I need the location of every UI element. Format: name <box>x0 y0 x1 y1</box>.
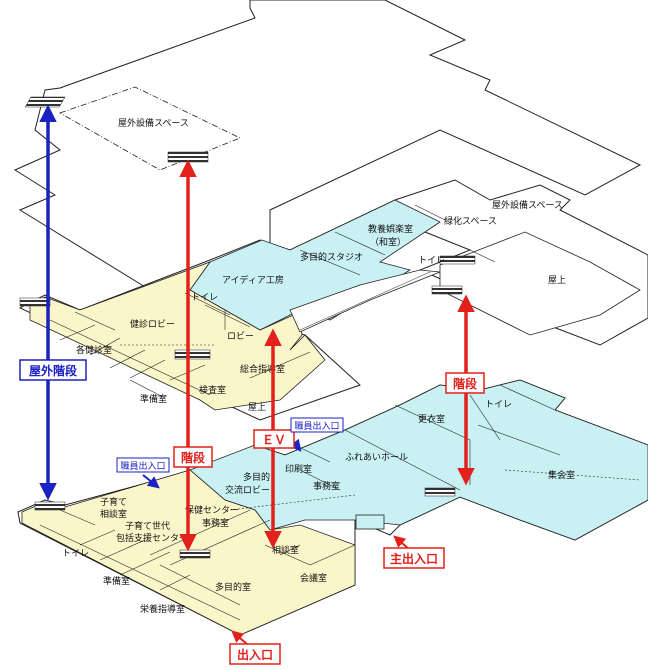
main-entrance-porch <box>355 514 385 530</box>
room-label: （和室） <box>370 236 406 248</box>
room-label: 相談室 <box>272 544 299 556</box>
room-label: 検査室 <box>199 384 226 396</box>
room-label: 更衣室 <box>418 413 445 425</box>
room-label: 事務室 <box>202 517 229 529</box>
staff-entrance-right-label: 職員出入口 <box>294 420 339 432</box>
entrance-label: 出入口 <box>237 647 273 662</box>
void-diagonal <box>299 271 431 331</box>
right-stairs-label: 階段 <box>453 376 478 391</box>
stairs-icon <box>19 297 51 307</box>
room-label: トイレ <box>418 256 445 266</box>
ev-label: ＥＶ <box>262 433 286 447</box>
room-label: 栄養指導室 <box>140 603 185 615</box>
room-label: 集会室 <box>548 469 575 481</box>
room-label: 準備室 <box>140 393 167 405</box>
ev-tag: ＥＶ <box>253 429 295 449</box>
main-entrance-tag: 主出入口 <box>383 547 445 569</box>
room-label: 多目的室 <box>215 581 251 593</box>
room-label: 緑化スペース <box>444 215 497 227</box>
main-entrance-label: 主出入口 <box>390 551 438 566</box>
room-label: 印刷室 <box>285 463 312 475</box>
floor-3: 屋外設備スペース <box>13 0 642 291</box>
staff-entrance-right-tag: 職員出入口 <box>290 417 344 433</box>
room-label: 健診ロビー <box>130 318 175 330</box>
room-label: 相談室 <box>100 508 127 520</box>
room-label: ふれあいホール <box>345 452 408 463</box>
room-label: 包括支援センター <box>116 532 188 544</box>
stairs-icon <box>24 96 66 108</box>
outdoor-equipment-area-roof <box>59 86 241 171</box>
stairs-icon <box>167 151 209 163</box>
center-stairs-tag: 階段 <box>173 446 213 468</box>
staff-entrance-left-tag: 職員出入口 <box>116 457 170 473</box>
room-label: 多目的スタジオ <box>300 251 363 263</box>
room-label: アイディア工房 <box>222 274 284 286</box>
floor-2: 健診ロビー トイレ 各健診室 ロビー 総合指導室 準備室 検査室 屋上 アイディ… <box>18 179 648 421</box>
roof-outline <box>13 0 642 291</box>
room-label: 屋外設備スペース <box>118 117 189 129</box>
room-label: 屋外設備スペース <box>492 199 563 211</box>
stairs-icon <box>439 255 476 265</box>
staff-entrance-left-pointer <box>142 474 160 489</box>
room-label: 屋上 <box>248 402 266 413</box>
room-label: 子育て世代 <box>125 520 170 532</box>
room-label: トイレ <box>485 400 512 410</box>
yellow-zone <box>29 261 326 411</box>
stairs-icon <box>179 549 211 559</box>
floor-1: 子育て 相談室 子育て世代 包括支援センター 保健センター 事務室 トイレ 準備… <box>17 379 648 636</box>
room-label: トイレ <box>62 549 89 559</box>
room-label: 会議室 <box>300 572 327 584</box>
right-stairs-tag: 階段 <box>445 372 485 394</box>
rooftop-right-area <box>439 231 641 336</box>
room-label: 交流ロビー <box>225 484 270 496</box>
room-label: 事務室 <box>313 480 340 492</box>
room-label: 屋上 <box>548 275 566 286</box>
room-label: 保健センター <box>185 504 239 516</box>
stairs-icon <box>431 285 463 295</box>
stairs-icon <box>34 501 66 511</box>
room-label: 教養娯楽室 <box>368 223 413 235</box>
stairs-icon <box>174 349 211 360</box>
room-label: トイレ <box>191 293 218 303</box>
room-label: ロビー <box>227 331 254 342</box>
stairs-icon <box>424 487 456 497</box>
room-label: 準備室 <box>103 575 130 587</box>
room-label: 総合指導室 <box>240 363 285 375</box>
outdoor-stairs-tag: 屋外階段 <box>19 359 87 381</box>
staff-entrance-left-label: 職員出入口 <box>120 460 165 472</box>
entrance-pointer <box>231 630 249 646</box>
outdoor-stairs-label: 屋外階段 <box>29 363 78 378</box>
room-label: 子育て <box>100 496 127 508</box>
cyan-zone <box>189 379 648 541</box>
entrance-tag: 出入口 <box>229 643 281 665</box>
room-label: 多目的 <box>243 471 270 483</box>
center-stairs-label: 階段 <box>181 450 206 465</box>
room-label: 各健診室 <box>76 344 112 356</box>
